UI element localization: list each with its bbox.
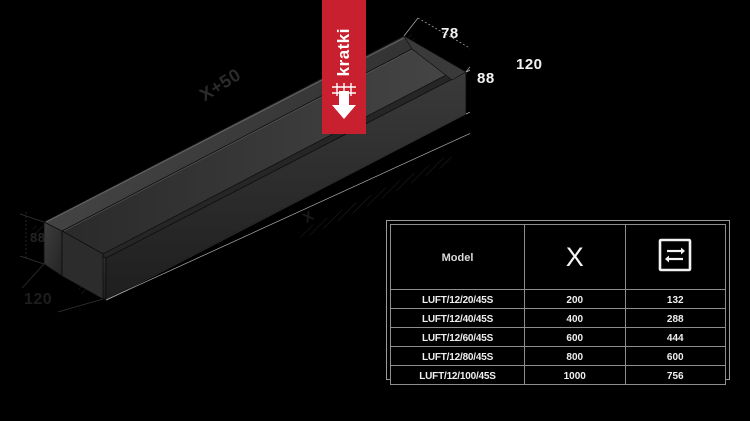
flow-arrows-icon [657, 237, 693, 273]
spec-header-row: Model X [390, 224, 726, 290]
cell-flow: 288 [624, 308, 726, 328]
header-flow [624, 224, 726, 290]
x-value: 1000 [563, 371, 586, 382]
cell-x: 200 [524, 289, 626, 309]
cell-model: LUFT/12/80/45S [390, 346, 525, 366]
table-row: LUFT/12/40/45S 400 288 [390, 308, 726, 328]
table-row: LUFT/12/80/45S 800 600 [390, 346, 726, 366]
table-row: LUFT/12/20/45S 200 132 [390, 289, 726, 309]
cell-flow: 600 [624, 346, 726, 366]
x-value: 600 [566, 333, 584, 344]
model-value: LUFT/12/100/45S [419, 371, 496, 382]
cell-model: LUFT/12/60/45S [390, 327, 525, 347]
header-x: X [524, 224, 626, 290]
dimension-label-left-outer: 120 [24, 291, 53, 308]
x-value: 400 [566, 314, 584, 325]
header-model-label: Model [441, 252, 474, 264]
flow-value: 600 [666, 352, 684, 363]
model-value: LUFT/12/80/45S [421, 352, 494, 363]
specification-table: Model X [386, 220, 730, 385]
highlight-edge-front [106, 113, 467, 301]
cell-model: LUFT/12/100/45S [390, 365, 525, 385]
dimension-label-left-inner: 88 [30, 230, 46, 245]
cell-flow: 756 [624, 365, 726, 385]
dimension-leaders-left [19, 212, 104, 313]
brand-name: kratki [334, 28, 353, 77]
cell-model: LUFT/12/40/45S [390, 308, 525, 328]
dimension-label-inner-height: 88 [477, 70, 495, 87]
flow-value: 288 [666, 314, 684, 325]
spec-table: Model X [390, 224, 726, 385]
spec-table-body: LUFT/12/20/45S 200 132 LUFT/12/40/45S 40… [390, 289, 726, 385]
cell-x: 600 [524, 327, 626, 347]
down-arrow-grid-icon [329, 81, 359, 126]
flow-value: 132 [666, 295, 684, 306]
header-x-label: X [565, 241, 584, 272]
kratki-brand-banner: kratki [322, 0, 366, 134]
dimension-label-width-top: 78 [441, 25, 459, 42]
model-value: LUFT/12/40/45S [421, 314, 494, 325]
x-value: 800 [566, 352, 584, 363]
table-row: LUFT/12/100/45S 1000 756 [390, 365, 726, 385]
flow-value: 756 [666, 371, 684, 382]
duct-far-end-cap [403, 35, 467, 81]
model-value: LUFT/12/60/45S [421, 333, 494, 344]
duct-near-end-cap [43, 221, 63, 277]
cell-x: 400 [524, 308, 626, 328]
flow-value: 444 [666, 333, 684, 344]
model-value: LUFT/12/20/45S [421, 295, 494, 306]
header-model: Model [390, 224, 525, 290]
x-value: 200 [566, 295, 584, 306]
cell-model: LUFT/12/20/45S [390, 289, 525, 309]
cell-flow: 444 [624, 327, 726, 347]
table-row: LUFT/12/60/45S 600 444 [390, 327, 726, 347]
cell-flow: 132 [624, 289, 726, 309]
dimension-leaders [105, 17, 470, 301]
cell-x: 800 [524, 346, 626, 366]
spec-table-head: Model X [390, 224, 726, 290]
dimension-label-outer-height: 120 [516, 56, 543, 73]
cell-x: 1000 [524, 365, 626, 385]
